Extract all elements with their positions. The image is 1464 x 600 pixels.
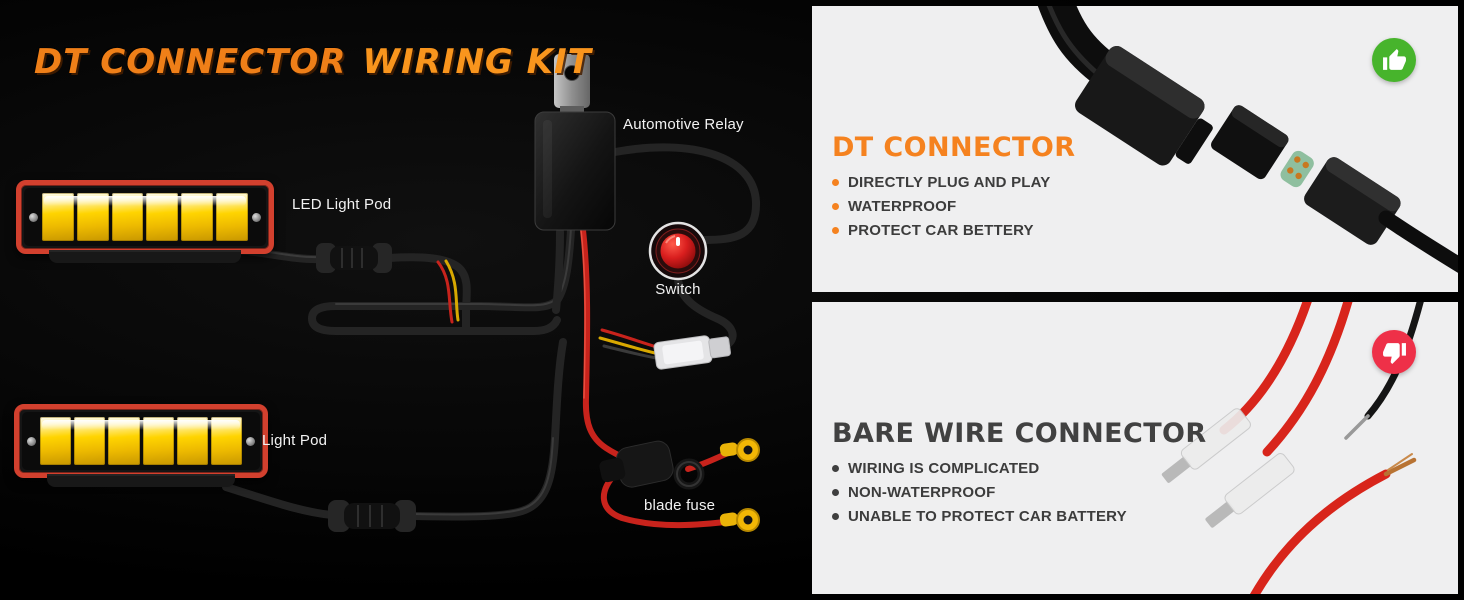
bullet-row: WIRING IS COMPLICATED — [832, 460, 1207, 477]
bullet-dot — [832, 203, 839, 210]
fuse-label: blade fuse — [644, 497, 716, 514]
bare-wire-text: BARE WIRE CONNECTOR WIRING IS COMPLICATE… — [832, 418, 1207, 532]
spade-terminal — [1161, 408, 1251, 483]
pigtail-wires — [436, 259, 659, 360]
harness-wires — [222, 143, 761, 521]
rocker-switch — [648, 221, 708, 281]
bare-wire-bullets: WIRING IS COMPLICATED NON-WATERPROOF UNA… — [832, 460, 1207, 525]
bullet-dot — [832, 227, 839, 234]
bullet-text: DIRECTLY PLUG AND PLAY — [848, 174, 1051, 191]
inline-connector-top — [316, 243, 392, 273]
bullet-dot — [832, 513, 839, 520]
dt-connector-text: DT CONNECTOR DIRECTLY PLUG AND PLAY WATE… — [832, 132, 1075, 246]
automotive-relay — [534, 54, 616, 231]
dt-connector-panel: DT CONNECTOR DIRECTLY PLUG AND PLAY WATE… — [812, 6, 1458, 292]
bullet-text: WATERPROOF — [848, 198, 957, 215]
thumbs-up-icon — [1372, 38, 1416, 82]
screw-icon — [252, 213, 261, 222]
bullet-row: WATERPROOF — [832, 198, 1075, 215]
led-pod-lens — [22, 412, 260, 470]
led-light-pod-bottom — [14, 404, 268, 487]
dt-connector-bullets: DIRECTLY PLUG AND PLAY WATERPROOF PROTEC… — [832, 174, 1075, 239]
screw-icon — [246, 437, 255, 446]
led-pod-top-label: LED Light Pod — [292, 196, 392, 213]
dt-seal — [1280, 150, 1314, 188]
bullet-row: DIRECTLY PLUG AND PLAY — [832, 174, 1075, 191]
bare-wire-panel: BARE WIRE CONNECTOR WIRING IS COMPLICATE… — [812, 302, 1458, 594]
ring-terminal-top — [719, 438, 760, 462]
bullet-dot — [832, 465, 839, 472]
led-light-pod-top — [16, 180, 274, 263]
bullet-row: NON-WATERPROOF — [832, 484, 1207, 501]
quick-connector — [653, 335, 731, 370]
wiring-diagram — [222, 54, 761, 532]
spade-terminal — [1205, 453, 1295, 528]
dt-connector-heading: DT CONNECTOR — [832, 132, 1076, 163]
switch-label: Switch — [655, 281, 701, 298]
screw-icon — [27, 437, 36, 446]
kit-title-part2: WIRING KIT — [362, 42, 592, 82]
bullet-text: UNABLE TO PROTECT CAR BATTERY — [848, 508, 1127, 525]
inline-connector-bottom — [328, 500, 416, 532]
pod-mounting-bracket — [49, 250, 241, 263]
blade-fuse-holder — [599, 440, 705, 490]
bullet-text: WIRING IS COMPLICATED — [848, 460, 1040, 477]
led-pod-bottom-label: Light Pod — [262, 432, 328, 449]
bullet-row: UNABLE TO PROTECT CAR BATTERY — [832, 508, 1207, 525]
bare-wire-heading: BARE WIRE CONNECTOR — [832, 418, 1207, 449]
kit-title: DT CONNECTOR WIRING KIT — [34, 42, 592, 82]
bullet-dot — [832, 489, 839, 496]
pod-mounting-bracket — [47, 474, 235, 487]
kit-title-part1: DT CONNECTOR — [34, 42, 347, 82]
screw-icon — [29, 213, 38, 222]
bullet-text: NON-WATERPROOF — [848, 484, 996, 501]
thumbs-down-icon — [1372, 330, 1416, 374]
relay-label: Automotive Relay — [623, 116, 744, 133]
led-pod-lens — [24, 188, 266, 246]
ring-terminal-bottom — [719, 508, 760, 532]
bullet-row: PROTECT CAR BETTERY — [832, 222, 1075, 239]
dt-connector-photo — [1037, 6, 1458, 273]
bullet-text: PROTECT CAR BETTERY — [848, 222, 1034, 239]
lens-glare — [42, 420, 240, 430]
lens-glare — [44, 196, 246, 206]
bullet-dot — [832, 179, 839, 186]
